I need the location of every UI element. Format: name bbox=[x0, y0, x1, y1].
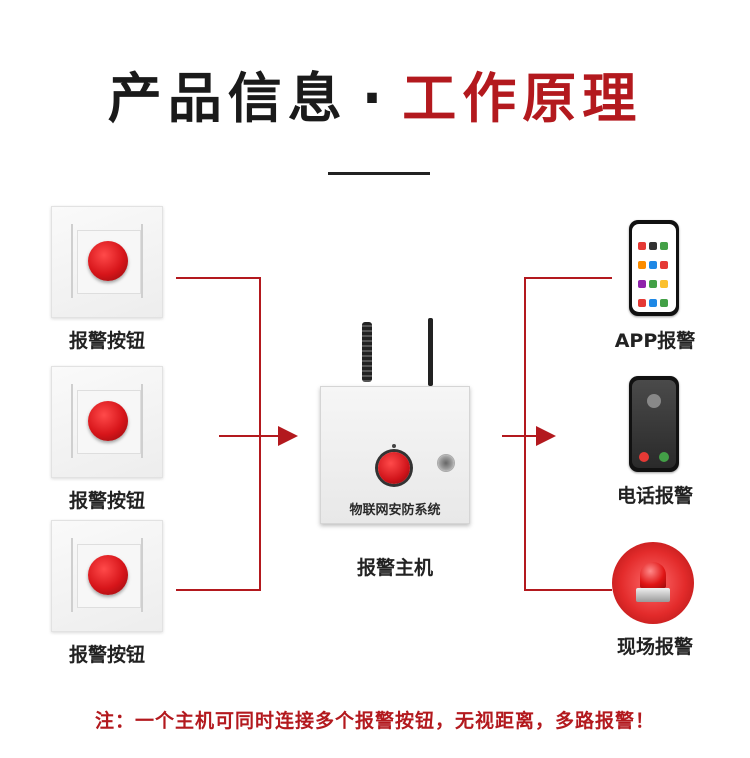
antenna-icon bbox=[428, 318, 433, 386]
red-button-icon bbox=[88, 241, 128, 281]
output-bracket-line bbox=[524, 277, 612, 591]
alarm-button-label-1: 报警按钮 bbox=[68, 330, 145, 352]
antenna-coil bbox=[362, 322, 372, 382]
title-working-principle: 工作原理 bbox=[402, 67, 643, 130]
siren-dome bbox=[640, 562, 666, 588]
host-device-text: 物联网安防系统 bbox=[349, 503, 441, 518]
alarm-host-device: 物联网安防系统 bbox=[320, 386, 470, 524]
alarm-button-label-2: 报警按钮 bbox=[68, 490, 145, 512]
alarm-host-label: 报警主机 bbox=[356, 557, 433, 579]
speaker-icon bbox=[438, 455, 454, 471]
indicator-light bbox=[392, 444, 396, 448]
onsite-alarm-label: 现场报警 bbox=[616, 636, 693, 658]
title-separator: · bbox=[361, 67, 389, 130]
app-alarm-label: APP报警 bbox=[614, 330, 696, 352]
title-product-info: 产品信息 bbox=[107, 67, 348, 130]
page-title: 产品信息·工作原理 bbox=[0, 64, 750, 134]
phone-alarm-label: 电话报警 bbox=[616, 485, 693, 507]
smartphone-app-icon bbox=[629, 220, 679, 316]
red-button-icon bbox=[88, 555, 128, 595]
alarm-button-image-1 bbox=[51, 206, 163, 318]
hang-up-icon bbox=[639, 452, 649, 462]
alarm-button-image-2 bbox=[51, 366, 163, 478]
siren-icon bbox=[612, 542, 694, 624]
answer-icon bbox=[659, 452, 669, 462]
siren-base bbox=[636, 588, 670, 602]
input-bracket-line bbox=[176, 277, 261, 591]
alarm-button-image-3 bbox=[51, 520, 163, 632]
host-red-button-icon bbox=[378, 452, 410, 484]
phone-call-icon bbox=[629, 376, 679, 472]
title-underline bbox=[328, 172, 430, 175]
alarm-button-label-3: 报警按钮 bbox=[68, 644, 145, 666]
red-button-icon bbox=[88, 401, 128, 441]
caller-avatar bbox=[647, 394, 661, 408]
footer-note: 注：一个主机可同时连接多个报警按钮，无视距离，多路报警！ bbox=[94, 710, 655, 732]
